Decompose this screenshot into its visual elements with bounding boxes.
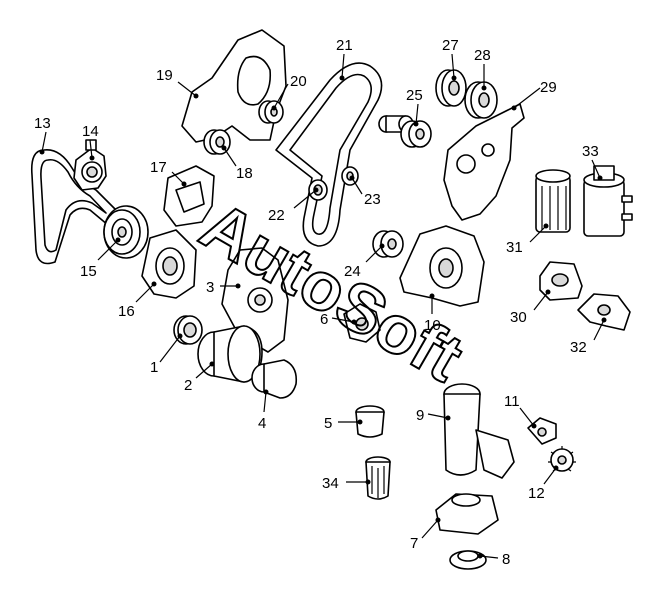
part-16-seal-housing	[141, 229, 197, 299]
part-2-oil-filter	[197, 325, 263, 383]
part-30-engine-mount	[539, 261, 583, 301]
callout-20: 20	[290, 73, 307, 90]
callout-13: 13	[34, 115, 51, 132]
part-29-rear-cover	[443, 103, 525, 221]
part-20-idler-roller	[258, 100, 284, 124]
callout-14: 14	[82, 123, 99, 140]
part-3-front-bracket	[221, 247, 289, 353]
callout-24: 24	[344, 263, 361, 280]
part-28-cam-pulley	[464, 81, 498, 119]
part-6-thermostat	[343, 303, 381, 343]
part-31-filter-element	[535, 169, 571, 233]
callout-4: 4	[258, 415, 266, 432]
callout-27: 27	[442, 37, 459, 54]
callout-9: 9	[416, 407, 424, 424]
callout-32: 32	[570, 339, 587, 356]
callout-5: 5	[324, 415, 332, 432]
callout-2: 2	[184, 377, 192, 394]
part-19-upper-timing-cover	[181, 29, 287, 143]
callout-30: 30	[510, 309, 527, 326]
part-7-filter-head	[435, 493, 499, 535]
callout-11: 11	[504, 393, 520, 410]
leader-lines	[39, 53, 607, 559]
callout-labels: 13 14 15 16 17 18 19 20 21 22 23 24 25 2…	[34, 37, 599, 568]
callout-19: 19	[156, 67, 173, 84]
part-24-idler	[372, 230, 404, 258]
part-15-crank-pulley	[103, 205, 149, 259]
callout-29: 29	[540, 79, 557, 96]
callout-8: 8	[502, 551, 510, 568]
callout-3: 3	[206, 279, 214, 296]
callout-21: 21	[336, 37, 353, 54]
part-13-drive-belt	[30, 149, 120, 265]
part-27-cam-pulley	[435, 69, 467, 107]
part-26-oil-pump	[399, 225, 485, 307]
callout-7: 7	[410, 535, 418, 552]
part-25-roller	[400, 120, 432, 148]
callout-18: 18	[236, 165, 253, 182]
callout-17: 17	[150, 159, 167, 176]
part-33-filter-housing	[583, 165, 633, 237]
callout-1: 1	[150, 359, 158, 376]
part-21-timing-belt	[275, 62, 383, 247]
part-32-mount-bracket	[577, 293, 631, 331]
part-1-seal-ring	[173, 315, 203, 345]
part-11-sensor	[527, 417, 557, 445]
callout-23: 23	[364, 191, 381, 208]
part-12-gear	[548, 446, 576, 472]
callout-22: 22	[268, 207, 285, 224]
callout-25: 25	[406, 87, 423, 104]
part-34-strainer	[365, 456, 391, 500]
callout-33: 33	[582, 143, 599, 160]
part-17-lower-timing-cover	[163, 165, 215, 227]
callout-12: 12	[528, 485, 545, 502]
callout-15: 15	[80, 263, 97, 280]
part-8-drain-cover	[449, 550, 487, 570]
part-23-roller	[341, 166, 359, 186]
callout-28: 28	[474, 47, 491, 64]
part-4-cap	[251, 359, 298, 399]
part-5-sender	[355, 405, 385, 438]
callout-31: 31	[506, 239, 523, 256]
part-9-pump-body	[443, 383, 515, 479]
callout-16: 16	[118, 303, 135, 320]
callout-6: 6	[320, 311, 328, 328]
part-14-tensioner	[73, 139, 107, 191]
callout-34: 34	[322, 475, 339, 492]
callout-10: 10	[424, 317, 441, 334]
